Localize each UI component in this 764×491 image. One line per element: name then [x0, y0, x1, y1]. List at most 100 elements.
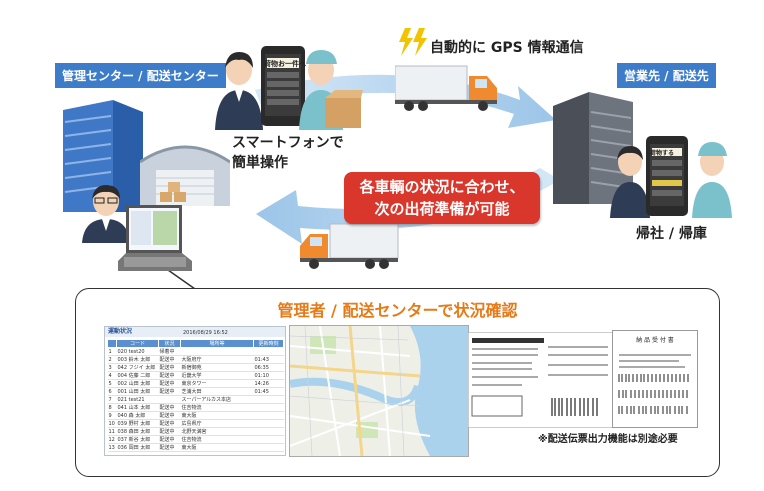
- table-cell: [253, 395, 284, 404]
- table-cell: 01:10: [253, 371, 284, 380]
- panel-title: 管理者 / 配送センターで状況確認: [277, 301, 518, 320]
- table-cell: 002 山田 太郎: [116, 379, 159, 388]
- table-cell: 037 新谷 太郎: [116, 435, 159, 444]
- table-cell: 配送中: [158, 411, 181, 420]
- slip-output-note: ※配送伝票出力機能は別途必要: [538, 434, 678, 445]
- table-cell: 01:45: [253, 387, 284, 396]
- table-cell: 芝浦大田: [180, 387, 254, 396]
- table-cell: [253, 403, 284, 412]
- map-view[interactable]: [289, 325, 469, 457]
- laptop-icon: [118, 205, 192, 271]
- status-line1: 各車輌の状況に合わせ、: [359, 178, 525, 196]
- table-cell: 8: [107, 403, 117, 412]
- table-cell: 配送中: [158, 403, 181, 412]
- truck-top-icon: [395, 65, 497, 111]
- table-cell: 近畿大学: [180, 371, 254, 380]
- table-cell: 038 森田 太郎: [116, 427, 159, 436]
- table-cell: 配送中: [158, 427, 181, 436]
- table-cell: 004 佐藤 二郎: [116, 371, 159, 380]
- table-cell: 12: [107, 435, 117, 444]
- table-cell: 06:35: [253, 363, 284, 372]
- status-callout: 各車輌の状況に合わせ、 次の出荷準備が可能: [344, 172, 540, 224]
- table-cell: 2: [107, 355, 117, 364]
- table-cell: 020 test20: [116, 347, 159, 356]
- table-cell: 040 森 太郎: [116, 411, 159, 420]
- column-header: 状況: [158, 339, 181, 348]
- truck-bottom-icon: [300, 223, 399, 269]
- table-cell: [253, 411, 284, 420]
- table-cell: [253, 347, 284, 356]
- table-cell: 北野天満宮: [180, 427, 254, 436]
- receipt-document: 納 品 受 付 書: [612, 330, 698, 428]
- smartphone-label-line2: 簡単操作: [232, 155, 288, 171]
- table-cell: 大阪府庁: [180, 355, 254, 364]
- receipt-barcodes: [618, 354, 691, 414]
- smartphone-label-line1: スマートフォンで: [232, 135, 344, 151]
- return-label: 帰社 / 帰庫: [636, 226, 707, 242]
- table-cell: [180, 347, 254, 356]
- table-cell: [158, 395, 181, 404]
- lightning-icon: [399, 28, 427, 56]
- phone-top-text: 荷物お一件へ: [264, 60, 306, 68]
- table-cell: 1: [107, 347, 117, 356]
- table-cell: [253, 419, 284, 428]
- table-cell: 配送中: [158, 387, 181, 396]
- table-cell: 配送中: [158, 379, 181, 388]
- table-cell: 6: [107, 387, 117, 396]
- column-header: コード: [116, 339, 159, 348]
- table-cell: 東大阪: [180, 411, 254, 420]
- auto-gps-label: 自動的に GPS 情報通信: [430, 40, 584, 56]
- delivery-slip-document: [468, 332, 614, 428]
- table-cell: 10: [107, 419, 117, 428]
- management-center-tag: 管理センター / 配送センター: [55, 63, 226, 88]
- table-cell: 036 岡田 太郎: [116, 443, 159, 452]
- table-cell: 新宿御苑: [180, 363, 254, 372]
- table-cell: 配送中: [158, 419, 181, 428]
- table-cell: 帰着中: [158, 347, 181, 356]
- table-cell: 住吉物流: [180, 435, 254, 444]
- table-cell: 4: [107, 371, 117, 380]
- table-cell: 配送中: [158, 371, 181, 380]
- table-cell: 7: [107, 395, 117, 404]
- table-cell: 039 野村 太郎: [116, 419, 159, 428]
- office-building-icon: [63, 100, 143, 212]
- table-cell: 配送中: [158, 435, 181, 444]
- business-destination-tag: 営業先 / 配送先: [617, 63, 716, 88]
- warehouse-icon: [140, 145, 230, 206]
- table-cell: 住吉物流: [180, 403, 254, 412]
- column-header: 場所等: [180, 339, 254, 348]
- table-cell: 13: [107, 443, 117, 452]
- table-title: 運動状況 2016/08/29 16:52: [105, 327, 285, 337]
- destination-staff-icon: [610, 136, 732, 218]
- table-cell: 01:43: [253, 355, 284, 364]
- column-header: 更新時刻: [253, 339, 284, 348]
- table-cell: 5: [107, 379, 117, 388]
- table-cell: [253, 443, 284, 452]
- table-cell: [253, 435, 284, 444]
- table-cell: 042 フジイ 太郎: [116, 363, 159, 372]
- table-cell: 配送中: [158, 443, 181, 452]
- table-cell: 9: [107, 411, 117, 420]
- manager-person-icon: [82, 185, 130, 243]
- table-cell: 広島県庁: [180, 419, 254, 428]
- table-cell: [253, 427, 284, 436]
- status-line2: 次の出荷準備が可能: [374, 200, 510, 218]
- table-cell: 14:26: [253, 379, 284, 388]
- table-cell: 021 test21: [116, 395, 159, 404]
- table-cell: 3: [107, 363, 117, 372]
